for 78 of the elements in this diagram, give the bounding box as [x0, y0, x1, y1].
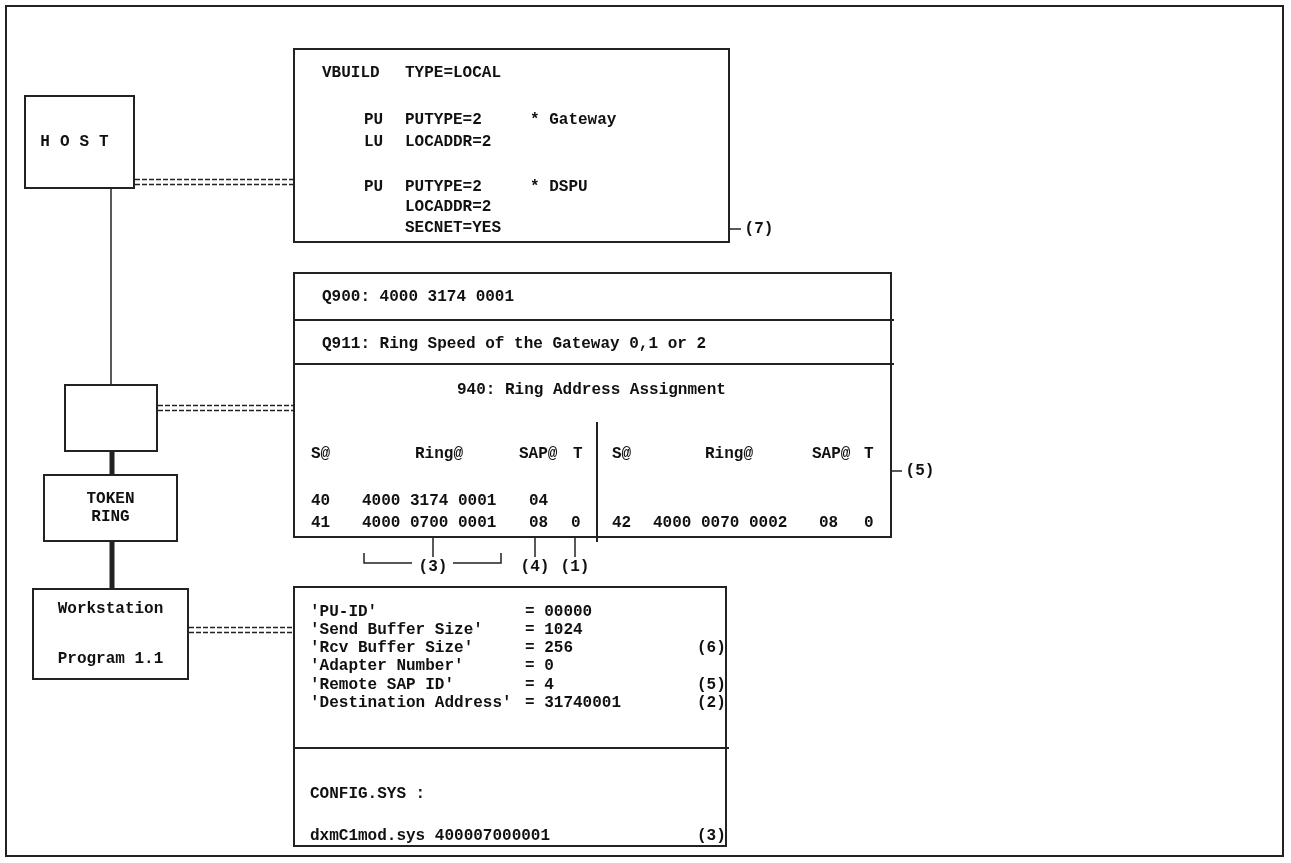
column-header: S@: [612, 445, 632, 463]
code-text: Q911: Ring Speed of the Gateway 0,1 or 2: [322, 335, 707, 353]
parameter-value: = 0: [525, 657, 554, 675]
code-text: PU: [364, 178, 384, 196]
code-text: SECNET=YES: [405, 219, 501, 237]
parameter-name: 'Destination Address': [310, 694, 512, 712]
callout-number: (3): [416, 557, 450, 577]
code-text: LOCADDR=2: [405, 198, 492, 216]
connector-line: [157, 404, 294, 412]
code-text: * DSPU: [530, 178, 588, 196]
leader-line: [891, 470, 903, 472]
connector-line: [110, 188, 112, 385]
table-value: 41: [311, 514, 331, 532]
parameter-name: 'Adapter Number': [310, 657, 464, 675]
parameter-value: = 4: [525, 676, 554, 694]
parameter-name: 'Send Buffer Size': [310, 621, 483, 639]
connector-line: [109, 452, 115, 474]
leader-line: [534, 537, 536, 558]
code-text: CONFIG.SYS :: [310, 785, 426, 803]
connector-line: [188, 626, 294, 634]
callout-number: (6): [697, 639, 726, 657]
column-header: SAP@: [812, 445, 851, 463]
table-value: 08: [819, 514, 839, 532]
code-text: PUTYPE=2: [405, 178, 482, 196]
parameter-value: = 00000: [525, 603, 593, 621]
callout-number: (5): [697, 676, 726, 694]
code-text: Q900: 4000 3174 0001: [322, 288, 515, 306]
table-value: 04: [529, 492, 549, 510]
column-header: T: [864, 445, 874, 463]
parameter-name: 'Remote SAP ID': [310, 676, 455, 694]
connector-line: [109, 542, 115, 588]
parameter-value: = 31740001: [525, 694, 621, 712]
parameter-name: 'PU-ID': [310, 603, 378, 621]
node-label: Workstation Program 1.1: [56, 599, 165, 670]
controller-box: [64, 384, 158, 452]
table-title: 940: Ring Address Assignment: [457, 381, 726, 399]
config-panel: [293, 586, 727, 847]
code-text: PUTYPE=2: [405, 111, 482, 129]
callout-number: (2): [697, 694, 726, 712]
column-header: Ring@: [415, 445, 463, 463]
code-text: * Gateway: [530, 111, 617, 129]
config-section: [295, 363, 894, 540]
host-box: [24, 95, 135, 189]
token-ring-box: [43, 474, 178, 542]
code-text: TYPE=LOCAL: [405, 64, 501, 82]
code-text: LU: [364, 133, 384, 151]
node-label: HOST: [40, 133, 119, 151]
callout-number: (4): [518, 557, 552, 577]
code-text: dxmC1mod.sys 400007000001: [310, 827, 551, 845]
leader-line: [432, 537, 434, 558]
table-value: 4000 3174 0001: [362, 492, 497, 510]
config-panel: [293, 48, 730, 243]
parameter-name: 'Rcv Buffer Size': [310, 639, 474, 657]
code-text: PU: [364, 111, 384, 129]
table-value: 0: [864, 514, 874, 532]
table-value: 08: [529, 514, 549, 532]
column-header: T: [573, 445, 583, 463]
connector-line: [134, 178, 294, 186]
column-header: SAP@: [519, 445, 558, 463]
workstation-box: [32, 588, 189, 680]
parameter-value: = 1024: [525, 621, 583, 639]
table-value: 4000 0700 0001: [362, 514, 497, 532]
leader-line: [574, 537, 576, 558]
code-text: VBUILD: [322, 64, 380, 82]
table-value: 42: [612, 514, 632, 532]
callout-number: (3): [697, 827, 726, 845]
node-label: TOKEN RING: [85, 490, 136, 526]
leader-line: [729, 228, 742, 230]
callout-number: (5): [902, 461, 938, 481]
parameter-value: = 256: [525, 639, 573, 657]
column-header: S@: [311, 445, 331, 463]
table-value: 4000 0070 0002: [653, 514, 788, 532]
table-value: 40: [311, 492, 331, 510]
callout-number: (7): [741, 219, 777, 239]
callout-number: (1): [558, 557, 592, 577]
column-header: Ring@: [705, 445, 753, 463]
code-text: LOCADDR=2: [405, 133, 492, 151]
table-value: 0: [571, 514, 581, 532]
